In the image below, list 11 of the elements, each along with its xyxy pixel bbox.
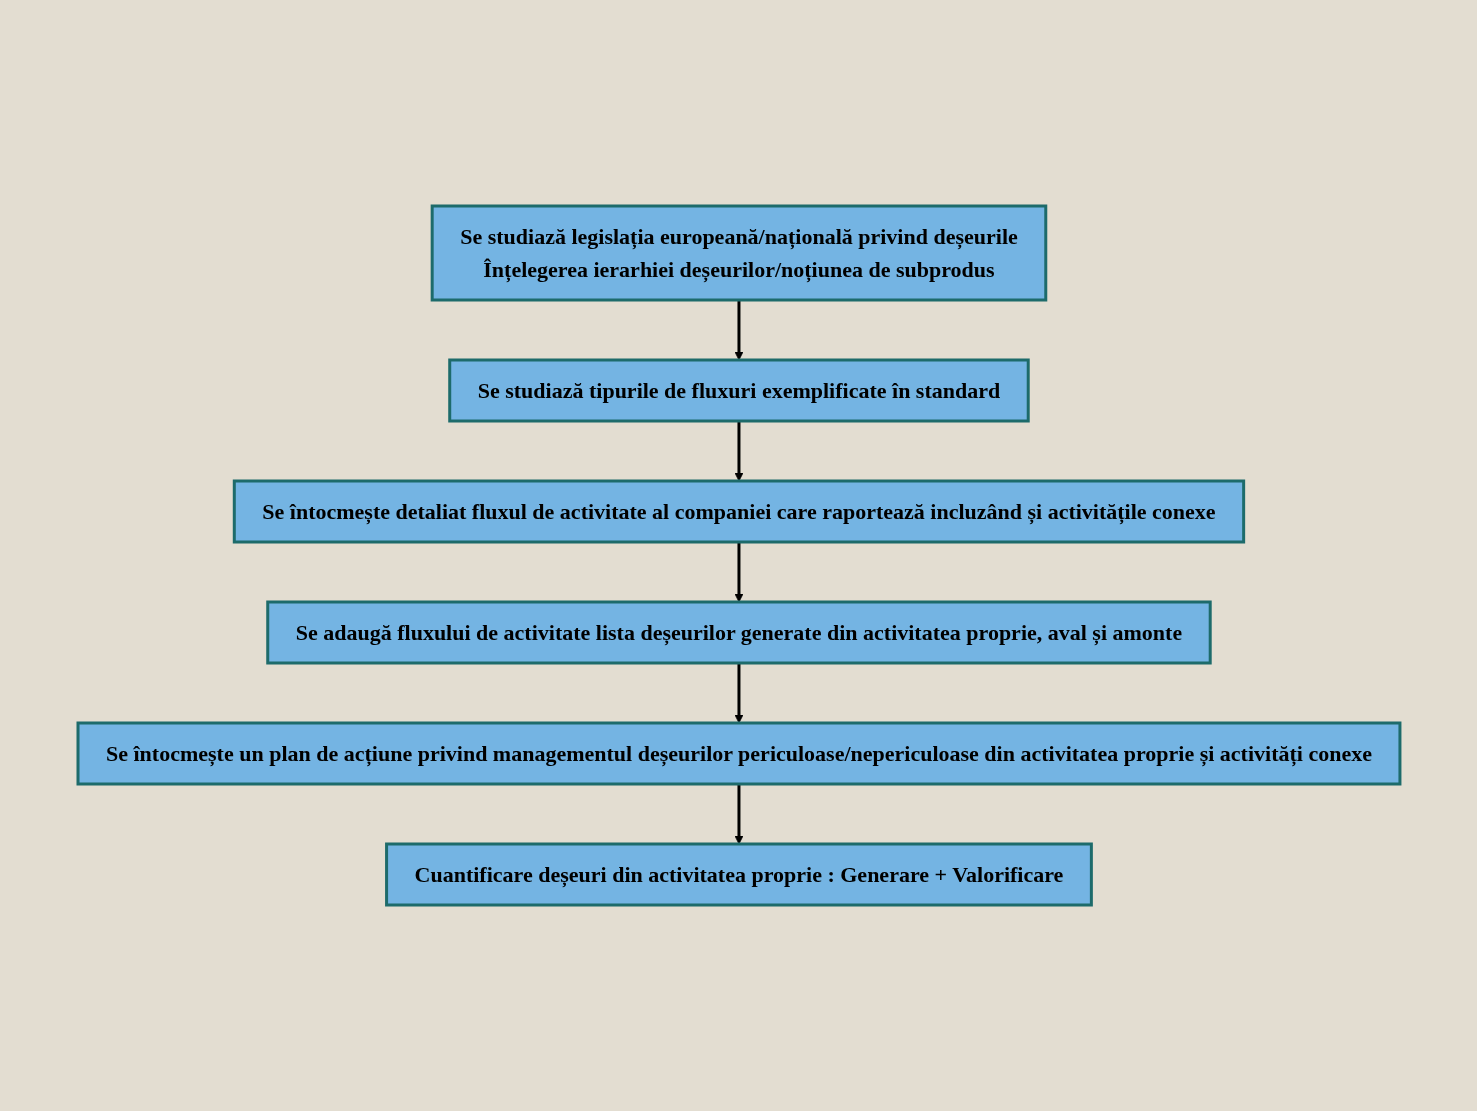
arrow bbox=[734, 663, 743, 724]
arrow bbox=[734, 542, 743, 603]
node-box: Se studiază tipurile de fluxuri exemplificate în standard bbox=[447, 358, 1030, 423]
node-box: Se întocmește un plan de acțiune privind managementul deșeurilor periculoase/nepericuloase din activitatea proprie și activități conexe bbox=[76, 721, 1401, 786]
node-box: Se întocmește detaliat fluxul de activitate al companiei care raportează incluzând și activitățile conexe bbox=[232, 479, 1245, 544]
arrow bbox=[734, 784, 743, 845]
arrow bbox=[734, 421, 743, 482]
node-box: Se adaugă fluxului de activitate lista deșeurilor generate din activitatea proprie, aval și amonte bbox=[265, 600, 1212, 665]
node-box: Cuantificare deșeuri din activitatea proprie : Generare + Valorificare bbox=[384, 842, 1093, 907]
arrow bbox=[734, 300, 743, 361]
node-box: Se studiază legislația europeană/națională privind deșeurile Înțelegerea ierarhiei deșeurilor/noțiunea de subprodus bbox=[430, 204, 1047, 302]
